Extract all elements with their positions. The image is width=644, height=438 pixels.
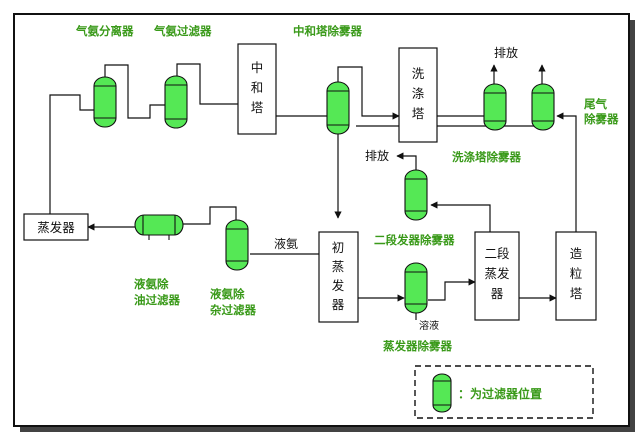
vent-mid-label: 排放: [365, 148, 389, 163]
evaporator-box: [23, 213, 89, 241]
scrubber-box: [398, 47, 438, 143]
frame: [13, 13, 630, 427]
neutralizer-label: 中和塔: [251, 60, 264, 115]
scrubber-demister-vessel: [483, 83, 507, 131]
neutralizer-box: [237, 43, 277, 135]
neutralizer-demister-label: 中和塔除雾器: [293, 24, 362, 38]
labels: 气氨分离器 气氨过滤器 中和塔除雾器 排放 尾气除雾器 洗涤塔除雾器 排放 液氨…: [75, 24, 619, 353]
vessels: [93, 75, 555, 314]
legend: ：为过滤器位置: [414, 365, 594, 419]
vent-top-label: 排放: [494, 45, 518, 60]
evap-demister-label: 蒸发器除雾器: [383, 339, 452, 353]
tail-gas-demister-vessel: [531, 83, 555, 131]
stage2-evap-demister-label: 二段发器除雾器: [374, 233, 455, 247]
legend-vessel-icon: [432, 373, 452, 413]
ammonia-separator-vessel: [93, 76, 117, 128]
equipment-boxes: 中和塔 洗涤塔 蒸发器 初蒸发器 二段蒸发器 造粒塔: [23, 43, 597, 323]
legend-text: ：为过滤器位置: [458, 386, 542, 401]
primary-evaporator-label: 初蒸发器: [332, 240, 345, 312]
scrubber-demister-label: 洗涤塔除雾器: [452, 150, 521, 164]
prilling-tower-box: [555, 231, 597, 321]
liq-oil-filter-vessel: [134, 214, 184, 240]
liquid-ammonia-label: 液氨: [274, 236, 298, 251]
ammonia-gas-filter-vessel: [164, 75, 188, 129]
evaporator-label: 蒸发器: [37, 220, 75, 235]
scrubber-label: 洗涤塔: [412, 66, 425, 121]
liq-impurity-filter-vessel: [225, 219, 249, 271]
prilling-tower-label: 造粒塔: [570, 246, 583, 301]
stage2-evaporator-label: 二段蒸发器: [484, 246, 510, 301]
solution-label: 溶液: [419, 319, 439, 332]
ammonia-separator-label: 气氨分离器: [75, 24, 134, 38]
neutralizer-demister-vessel: [326, 81, 350, 135]
stage2-evaporator-box: [474, 231, 520, 321]
liq-impurity-filter-label: 液氨除杂过滤器: [210, 287, 256, 317]
primary-evaporator-box: [318, 231, 359, 323]
stage2-evap-demister-vessel: [404, 169, 428, 221]
liq-oil-filter-label: 液氨除油过滤器: [134, 277, 180, 307]
ammonia-gas-filter-label: 气氨过滤器: [153, 24, 212, 38]
evap-demister-vessel: [404, 262, 428, 314]
tail-gas-demister-label: 尾气除雾器: [583, 97, 619, 126]
